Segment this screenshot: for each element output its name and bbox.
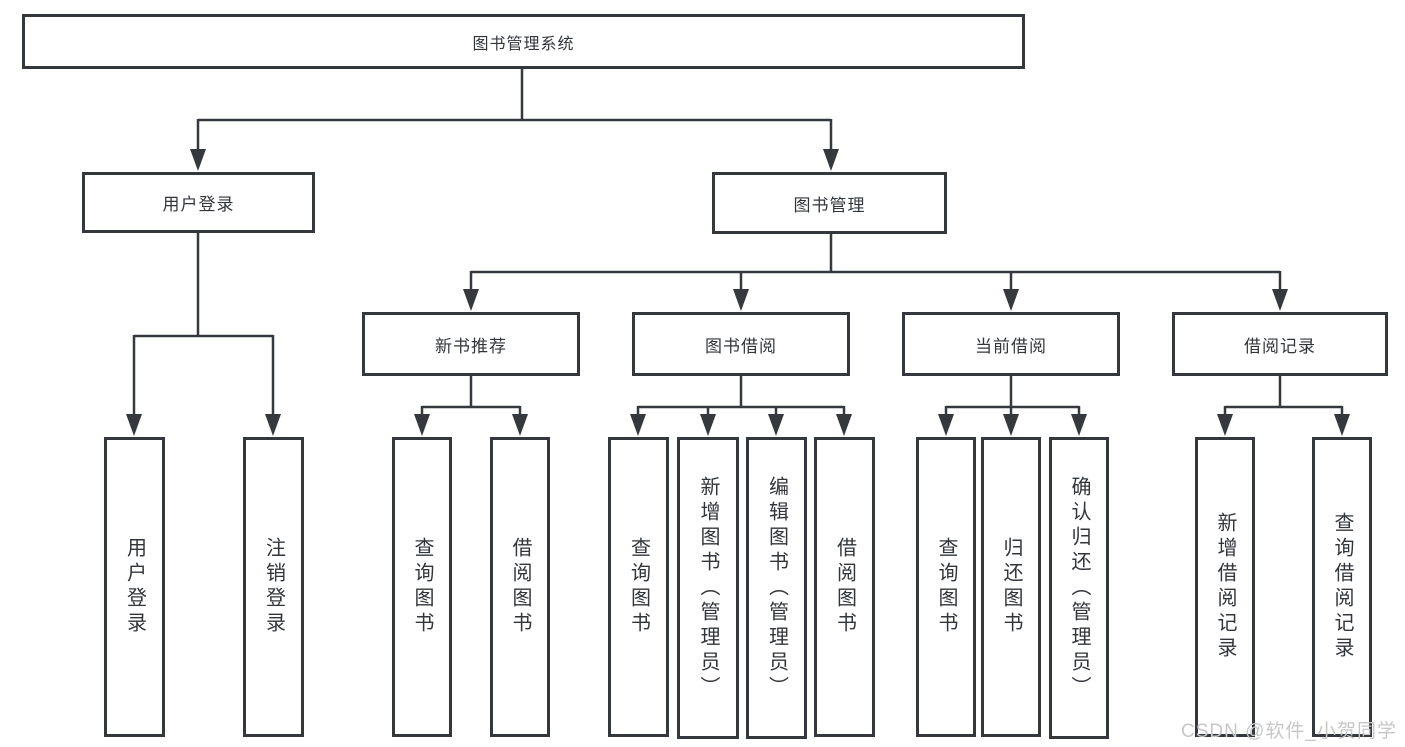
leaf-borrow-query-books: 查询图书 xyxy=(608,437,669,737)
connector-book-management-children xyxy=(469,234,1282,292)
connector-current-borrow-children xyxy=(944,376,1081,417)
leaf-current-confirm-return-admin: 确认归还（管理员） xyxy=(1049,437,1109,739)
node-current-borrow: 当前借阅 xyxy=(902,312,1120,376)
arrowheads-book-management-children xyxy=(463,289,1288,311)
leaf-records-query-record: 查询借阅记录 xyxy=(1312,437,1372,737)
leaf-borrow-borrow-books: 借阅图书 xyxy=(814,437,875,737)
leaf-records-add-record: 新增借阅记录 xyxy=(1195,437,1255,737)
connector-new-book-children xyxy=(420,376,522,417)
arrowheads-new-book-children xyxy=(414,414,528,436)
connector-book-borrow-children xyxy=(636,376,846,417)
node-user-login: 用户登录 xyxy=(82,172,315,233)
connector-root-to-level2 xyxy=(196,68,833,152)
leaf-recommend-query-books: 查询图书 xyxy=(392,437,452,737)
node-book-management: 图书管理 xyxy=(712,172,947,234)
arrowheads-level2 xyxy=(190,149,839,171)
arrowheads-book-borrow-children xyxy=(630,414,852,436)
leaf-current-query-books: 查询图书 xyxy=(916,437,976,737)
leaf-user-login: 用户登录 xyxy=(104,437,165,737)
leaf-recommend-borrow-books: 借阅图书 xyxy=(490,437,550,737)
leaf-logout: 注销登录 xyxy=(243,437,304,737)
node-borrow-records: 借阅记录 xyxy=(1172,312,1388,376)
leaf-current-return-books: 归还图书 xyxy=(981,437,1041,737)
node-new-book-recommend: 新书推荐 xyxy=(362,312,580,376)
arrowheads-current-borrow-children xyxy=(938,414,1087,436)
connector-user-login-children xyxy=(132,233,275,417)
node-book-borrow: 图书借阅 xyxy=(632,312,850,376)
connector-borrow-records-children xyxy=(1223,376,1344,417)
csdn-watermark: CSDN @软件_小贺同学 xyxy=(1181,721,1397,742)
node-root-system: 图书管理系统 xyxy=(22,14,1025,69)
leaf-borrow-edit-books-admin: 编辑图书（管理员） xyxy=(746,437,807,739)
leaf-borrow-add-books-admin: 新增图书（管理员） xyxy=(677,437,739,739)
arrowheads-user-login-children xyxy=(126,414,281,436)
arrowheads-borrow-records-children xyxy=(1217,414,1350,436)
